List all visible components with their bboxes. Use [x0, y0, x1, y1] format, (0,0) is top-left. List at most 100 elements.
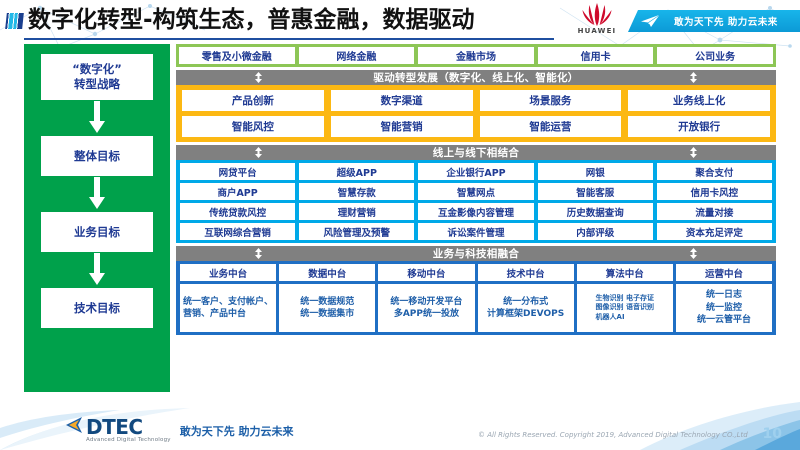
ribbon-text: 敢为天下先 助力云未来 — [674, 17, 778, 28]
online-offline-band-header: 线上与线下相结合 — [176, 145, 776, 160]
capability-cell[interactable]: 内部评级 — [537, 223, 653, 240]
cell-label: 风险管理及预警 — [323, 227, 391, 239]
tech-fusion-band-header: 业务与科技相融合 — [176, 246, 776, 261]
business-line-cell[interactable]: 金融市场 — [418, 47, 534, 64]
capability-cell[interactable]: 智慧网点 — [418, 183, 534, 200]
cell-label: 诉讼案件管理 — [447, 227, 505, 239]
drive-cell[interactable]: 业务线上化 — [628, 90, 770, 111]
cell-label: 智能风控 — [231, 121, 274, 133]
drive-cell[interactable]: 数字渠道 — [330, 90, 473, 111]
strategy-item-1[interactable]: 整体目标 — [41, 136, 153, 176]
capability-cell[interactable]: 超级APP — [299, 163, 415, 180]
cell-label: 资本充足评定 — [685, 227, 743, 239]
online-offline-row: 网贷平台 超级APP 企业银行APP 网银 聚合支付 — [180, 163, 773, 180]
huawei-logo: HUAWEI — [570, 2, 624, 40]
capability-cell[interactable]: 商户APP — [180, 183, 296, 200]
strategy-flow-panel: “数字化”转型战略 整体目标 业务目标 技术目标 — [24, 44, 170, 392]
cell-label: 智能客服 — [576, 187, 615, 199]
business-lines-band: 零售及小微金融 网络金融 金融市场 信用卡 公司业务 — [176, 44, 776, 67]
midend-column: 业务中台 统一客户、支付帐户、营销、产品中台 — [180, 264, 277, 332]
midend-title[interactable]: 运营中台 — [675, 264, 773, 281]
midend-title[interactable]: 算法中台 — [576, 264, 673, 281]
midend-column: 运营中台 统一日志统一监控统一云管平台 — [675, 264, 773, 332]
capability-cell[interactable]: 互联网综合营销 — [180, 223, 296, 240]
capability-cell[interactable]: 理财营销 — [299, 203, 415, 220]
business-line-cell[interactable]: 信用卡 — [537, 47, 654, 64]
business-line-cell[interactable]: 网络金融 — [298, 47, 415, 64]
strategy-item-label: 整体目标 — [74, 148, 120, 163]
dtec-wordmark: DTEC — [86, 415, 143, 439]
cell-label: 内部评级 — [576, 227, 615, 239]
drive-cell[interactable]: 场景服务 — [479, 90, 622, 111]
drive-row: 产品创新 数字渠道 场景服务 业务线上化 — [182, 90, 770, 111]
cell-label: 互金影像内容管理 — [438, 207, 515, 219]
cell-label: 企业银行APP — [446, 167, 506, 179]
architecture-diagram: “数字化”转型战略 整体目标 业务目标 技术目标 零售及小微金融 网络金融 金融… — [24, 44, 776, 396]
flow-arrow-icon — [87, 252, 107, 288]
band-header-label: 驱动转型发展（数字化、线上化、智能化） — [373, 72, 579, 84]
cell-label: 信用卡 — [580, 52, 611, 63]
online-offline-band: 网贷平台 超级APP 企业银行APP 网银 聚合支付 商户APP 智慧存款 智慧… — [176, 160, 776, 243]
cell-label: 移动中台 — [407, 268, 446, 280]
midend-column: 数据中台 统一数据规范统一数据集市 — [279, 264, 376, 332]
cell-label: 场景服务 — [529, 95, 572, 107]
cell-label: 智能营销 — [380, 121, 423, 133]
strategy-item-label: 技术目标 — [74, 300, 120, 315]
online-offline-row: 商户APP 智慧存款 智慧网点 智能客服 信用卡风控 — [180, 183, 773, 200]
strategy-item-3[interactable]: 技术目标 — [41, 288, 153, 328]
cell-label: 商户APP — [217, 187, 258, 199]
capability-cell[interactable]: 资本充足评定 — [656, 223, 773, 240]
capability-cell[interactable]: 网贷平台 — [180, 163, 296, 180]
strategy-item-2[interactable]: 业务目标 — [41, 212, 153, 252]
up-down-arrow-icon — [690, 248, 697, 259]
midend-title[interactable]: 技术中台 — [477, 264, 574, 281]
cell-label: 历史数据查询 — [566, 207, 624, 219]
capability-cell[interactable]: 互金影像内容管理 — [418, 203, 534, 220]
cell-label: 开放银行 — [678, 121, 721, 133]
capability-cell[interactable]: 传统贷款风控 — [180, 203, 296, 220]
capability-cell[interactable]: 诉讼案件管理 — [418, 223, 534, 240]
cell-label: 金融市场 — [455, 52, 496, 63]
capability-cell[interactable]: 聚合支付 — [656, 163, 773, 180]
business-line-cell[interactable]: 公司业务 — [657, 47, 773, 64]
capability-cell[interactable]: 智慧存款 — [299, 183, 415, 200]
midend-body: 生物识别 电子存证图像识别 语音识别机器人AI — [576, 284, 673, 332]
midend-title[interactable]: 移动中台 — [378, 264, 475, 281]
huawei-wordmark: HUAWEI — [577, 27, 617, 35]
cell-label: 聚合支付 — [695, 167, 734, 179]
drive-band-header: 驱动转型发展（数字化、线上化、智能化） — [176, 70, 776, 85]
drive-cell[interactable]: 智能营销 — [330, 116, 473, 137]
midend-title[interactable]: 数据中台 — [279, 264, 376, 281]
dtec-logo: DTEC Advanced Digital Technology 敢为天下先 助… — [66, 415, 294, 443]
business-line-cell[interactable]: 零售及小微金融 — [179, 47, 295, 64]
midend-column: 技术中台 统一分布式计算框架DEVOPS — [477, 264, 574, 332]
drive-cell[interactable]: 产品创新 — [182, 90, 324, 111]
capability-cell[interactable]: 智能客服 — [537, 183, 653, 200]
drive-cell[interactable]: 开放银行 — [628, 116, 770, 137]
cell-label: 算法中台 — [605, 268, 644, 280]
online-offline-row: 互联网综合营销 风险管理及预警 诉讼案件管理 内部评级 资本充足评定 — [180, 223, 773, 240]
up-down-arrow-icon — [255, 147, 262, 158]
cell-label: 产品创新 — [231, 95, 274, 107]
drive-band: 产品创新 数字渠道 场景服务 业务线上化 智能风控 智能营销 智能运营 开放银行 — [176, 85, 776, 142]
capability-cell[interactable]: 企业银行APP — [418, 163, 534, 180]
title-underline — [24, 38, 554, 40]
strategy-item-0[interactable]: “数字化”转型战略 — [41, 54, 153, 100]
cell-label: 智慧存款 — [337, 187, 376, 199]
drive-cell[interactable]: 智能运营 — [479, 116, 622, 137]
drive-cell[interactable]: 智能风控 — [182, 116, 324, 137]
capability-cell[interactable]: 网银 — [537, 163, 653, 180]
capability-cell[interactable]: 风险管理及预警 — [299, 223, 415, 240]
midend-column: 移动中台 统一移动开发平台多APP统一投放 — [378, 264, 475, 332]
midend-title[interactable]: 业务中台 — [180, 264, 277, 281]
strategy-item-label: “数字化”转型战略 — [72, 62, 122, 91]
page-number: 10 — [762, 426, 782, 442]
dtec-mark: DTEC Advanced Digital Technology — [66, 415, 171, 443]
cell-label: 公司业务 — [695, 52, 736, 63]
cell-label: 网银 — [585, 167, 605, 179]
cell-label: 零售及小微金融 — [201, 52, 272, 63]
capability-cell[interactable]: 历史数据查询 — [537, 203, 653, 220]
capability-cell[interactable]: 信用卡风控 — [656, 183, 773, 200]
capability-cell[interactable]: 流量对接 — [656, 203, 773, 220]
dtec-tagline: Advanced Digital Technology — [86, 437, 171, 443]
